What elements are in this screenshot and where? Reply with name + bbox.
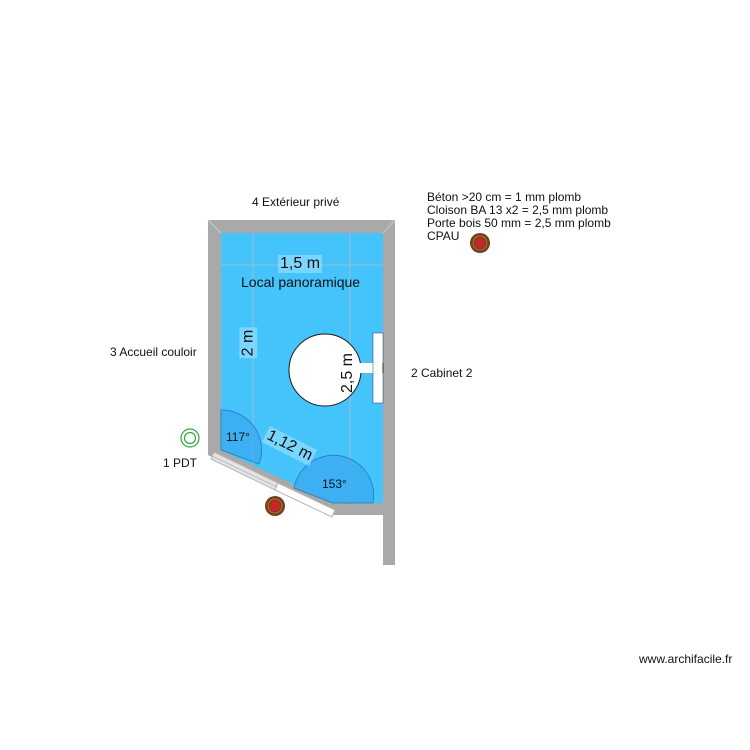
legend-line: Béton >20 cm = 1 mm plomb — [427, 190, 582, 204]
neighbor-right-label: 2 Cabinet 2 — [411, 366, 473, 380]
angle-label-117: 117° — [226, 430, 250, 444]
pdt-point-icon[interactable] — [180, 428, 200, 448]
dimension-height: 2 m — [239, 327, 258, 359]
dimension-circle: 2,5 m — [339, 352, 357, 394]
door-swing-117[interactable] — [220, 409, 263, 465]
dimension-width: 1,5 m — [278, 255, 323, 273]
legend-line: Porte bois 50 mm = 2,5 mm plomb — [427, 216, 611, 230]
legend-line: CPAU — [427, 229, 460, 243]
legend: Béton >20 cm = 1 mm plomb Cloison BA 13 … — [427, 191, 611, 243]
neighbor-top-label: 4 Extérieur privé — [252, 195, 340, 209]
pdt-label: 1 PDT — [163, 456, 198, 470]
angle-label-153: 153° — [322, 477, 347, 491]
door-diagonal[interactable] — [274, 482, 336, 518]
watermark: www.archifacile.fr — [639, 652, 733, 666]
wall-corner — [207, 219, 222, 234]
cpau-point-icon[interactable] — [470, 233, 490, 253]
wall-corner — [382, 219, 396, 234]
neighbor-left-label: 3 Accueil couloir — [110, 345, 197, 359]
radiation-source-icon[interactable] — [265, 496, 285, 516]
room-name[interactable]: Local panoramique — [241, 274, 361, 290]
legend-line: Cloison BA 13 x2 = 2,5 mm plomb — [427, 203, 609, 217]
equipment-panel[interactable] — [372, 332, 384, 404]
door-swing-153[interactable] — [293, 454, 375, 504]
equipment-connector — [360, 363, 374, 373]
